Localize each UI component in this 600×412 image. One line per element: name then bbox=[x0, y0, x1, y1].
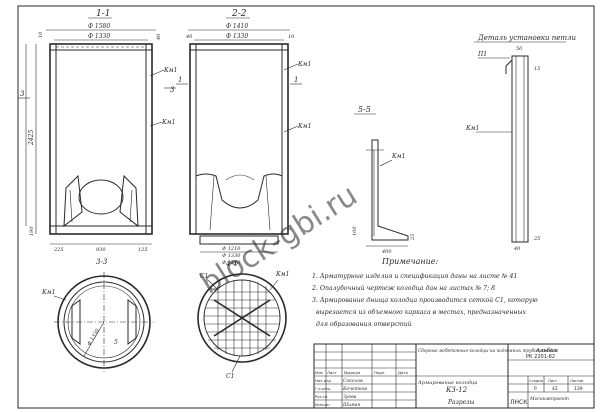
sheet-frame bbox=[17, 5, 595, 409]
tb-name2: Кочетков bbox=[342, 386, 367, 392]
section-2-2-label: 2-2 bbox=[231, 9, 247, 19]
mark-km1-s3: Км1 bbox=[41, 289, 55, 296]
mark-km1-s1: Км1 bbox=[163, 67, 177, 74]
tb-col-list: Лист bbox=[327, 370, 337, 375]
dim-left-w-1: 225 bbox=[53, 247, 64, 253]
detail-dim-r: 25 bbox=[533, 236, 540, 242]
detail-mark-km1: Км1 bbox=[465, 125, 479, 132]
detail-dim-bottom: 40 bbox=[513, 246, 521, 252]
tb-col-date: Дата bbox=[398, 370, 408, 375]
note-2: 2. Опалубочный чертеж колодца дан на лис… bbox=[311, 285, 495, 292]
tb-role2: Гл.спец bbox=[315, 386, 331, 391]
tb-name3: Зуева bbox=[343, 394, 357, 400]
tb-sheets: 139 bbox=[574, 386, 583, 392]
section-1-1: 1-1 Ф 1580 Ф 1330 10 40 2425 190 3 3 Км1 bbox=[18, 9, 177, 253]
dim-height-1: 2425 bbox=[28, 130, 35, 146]
mark-km1b-s1: Км1 bbox=[161, 119, 175, 126]
dim-left-s5: 100 bbox=[352, 226, 358, 236]
tb-name1: Соколов bbox=[343, 378, 363, 384]
title-block: Изм Лист №докум Подп. Дата Нач.отд Сокол… bbox=[313, 343, 595, 409]
mark-3-right: 3 bbox=[170, 86, 175, 94]
dim-top-right-2: 10 bbox=[288, 34, 295, 40]
section-2-2: 2-2 Ф 1410 Ф 1330 40 10 1 1 Км1 Км1 Ф 12… bbox=[176, 9, 311, 266]
tb-lbl-stage: Стадия bbox=[529, 379, 543, 383]
note-1: 1. Арматурные изделия и спецификация дан… bbox=[312, 273, 517, 280]
detail-loop: Деталь установки петли П1 Км1 50 40 15 2… bbox=[465, 34, 576, 252]
section-4-4: 4-4 С1 С1 Км1 bbox=[197, 260, 289, 380]
dim-mid-w-1: 930 bbox=[96, 247, 106, 253]
tb-album: Альбом bbox=[535, 347, 558, 354]
dim-inner-1: Ф 1330 bbox=[88, 33, 110, 40]
dim-outer-1: Ф 1580 bbox=[88, 23, 110, 30]
dim-bottom3-2: Ф 1410 bbox=[222, 260, 241, 266]
tb-sheet-no: 42 bbox=[552, 386, 558, 392]
tb-project-name: Сборные ж/бетонные колодцы на подземных … bbox=[418, 348, 558, 353]
tb-role4: Исполн bbox=[315, 402, 330, 407]
section-1-1-label: 1-1 bbox=[96, 9, 111, 19]
notes-title: Примечание: bbox=[381, 257, 439, 266]
tb-col-doc: №докум bbox=[344, 370, 360, 375]
mark-1-right: 1 bbox=[294, 76, 298, 84]
dim-top-right-1: 40 bbox=[156, 33, 162, 41]
tb-role3: Рук.гр bbox=[315, 394, 328, 399]
dim-right-s5: 25 bbox=[410, 234, 416, 241]
dim-outer-2: Ф 1410 bbox=[226, 23, 248, 30]
mark-c1-s4b: С1 bbox=[226, 373, 234, 380]
tb-lbl-sheets: Листов bbox=[570, 379, 583, 383]
dim-right-w-1: 125 bbox=[138, 247, 148, 253]
section-3-3: 3-3 Км1 Ф 1330 5 bbox=[41, 258, 154, 372]
dim-bottom-s5: 400 bbox=[381, 249, 392, 255]
note-3: 3. Армирование днища колодца производитс… bbox=[312, 297, 538, 304]
tb-role1: Нач.отд bbox=[315, 378, 331, 383]
mark-km1-s2: Км1 bbox=[297, 61, 311, 68]
mark-km1-s4: Км1 bbox=[275, 271, 289, 278]
dim-bolt-s3: 5 bbox=[114, 339, 118, 346]
tb-org: ЛНСК bbox=[510, 399, 528, 406]
section-5-5: 5-5 Км1 400 100 25 bbox=[352, 105, 416, 255]
tb-lbl-sheet: Лист bbox=[548, 379, 557, 383]
mark-1-left: 1 bbox=[178, 76, 182, 84]
tb-col-izm: Изм bbox=[315, 370, 323, 375]
detail-dim-top: 50 bbox=[516, 46, 523, 52]
tb-col-sign: Подп. bbox=[374, 370, 386, 375]
tb-code: РК 2201-82 bbox=[526, 354, 555, 360]
detail-title: Деталь установки петли bbox=[477, 34, 576, 42]
dim-angle-s3: Ф 1330 bbox=[87, 327, 102, 347]
mark-km1b-s2: Км1 bbox=[297, 123, 311, 130]
notes-block: Примечание: 1. Арматурные изделия и спец… bbox=[311, 257, 538, 328]
dim-bottom1-2: Ф 1210 bbox=[222, 246, 241, 252]
dim-bottom-h-1: 190 bbox=[29, 226, 35, 236]
section-5-5-label: 5-5 bbox=[358, 105, 371, 114]
mark-c1-s4a: С1 bbox=[200, 273, 208, 280]
note-5: для образования отверстий bbox=[316, 321, 412, 328]
note-4: вырезается из объемного каркаса в местах… bbox=[316, 309, 527, 316]
detail-mark-p1: П1 bbox=[477, 51, 487, 58]
tb-org2: Мосинжпроект bbox=[529, 396, 569, 402]
tb-sheet-title: Разрезы bbox=[447, 399, 475, 406]
section-4-4-label: 4-4 bbox=[225, 260, 237, 268]
tb-mark: КЗ-12 bbox=[445, 386, 468, 394]
watermark: block-gbi.ru bbox=[194, 178, 363, 302]
section-3-3-label: 3-3 bbox=[96, 258, 108, 266]
dim-top-left-2: 40 bbox=[185, 34, 193, 40]
dim-top-left-1: 10 bbox=[38, 31, 44, 38]
detail-dim-l: 15 bbox=[534, 66, 540, 72]
tb-name4: Шиман bbox=[342, 402, 360, 408]
dim-bottom2-2: Ф 1330 bbox=[222, 253, 241, 259]
tb-stage: Р bbox=[534, 386, 537, 392]
mark-km1-s5: Км1 bbox=[391, 153, 405, 160]
tb-drawing: Армирование колодца bbox=[417, 380, 477, 386]
dim-inner-2: Ф 1330 bbox=[226, 33, 248, 40]
mark-3-left: 3 bbox=[20, 90, 25, 98]
